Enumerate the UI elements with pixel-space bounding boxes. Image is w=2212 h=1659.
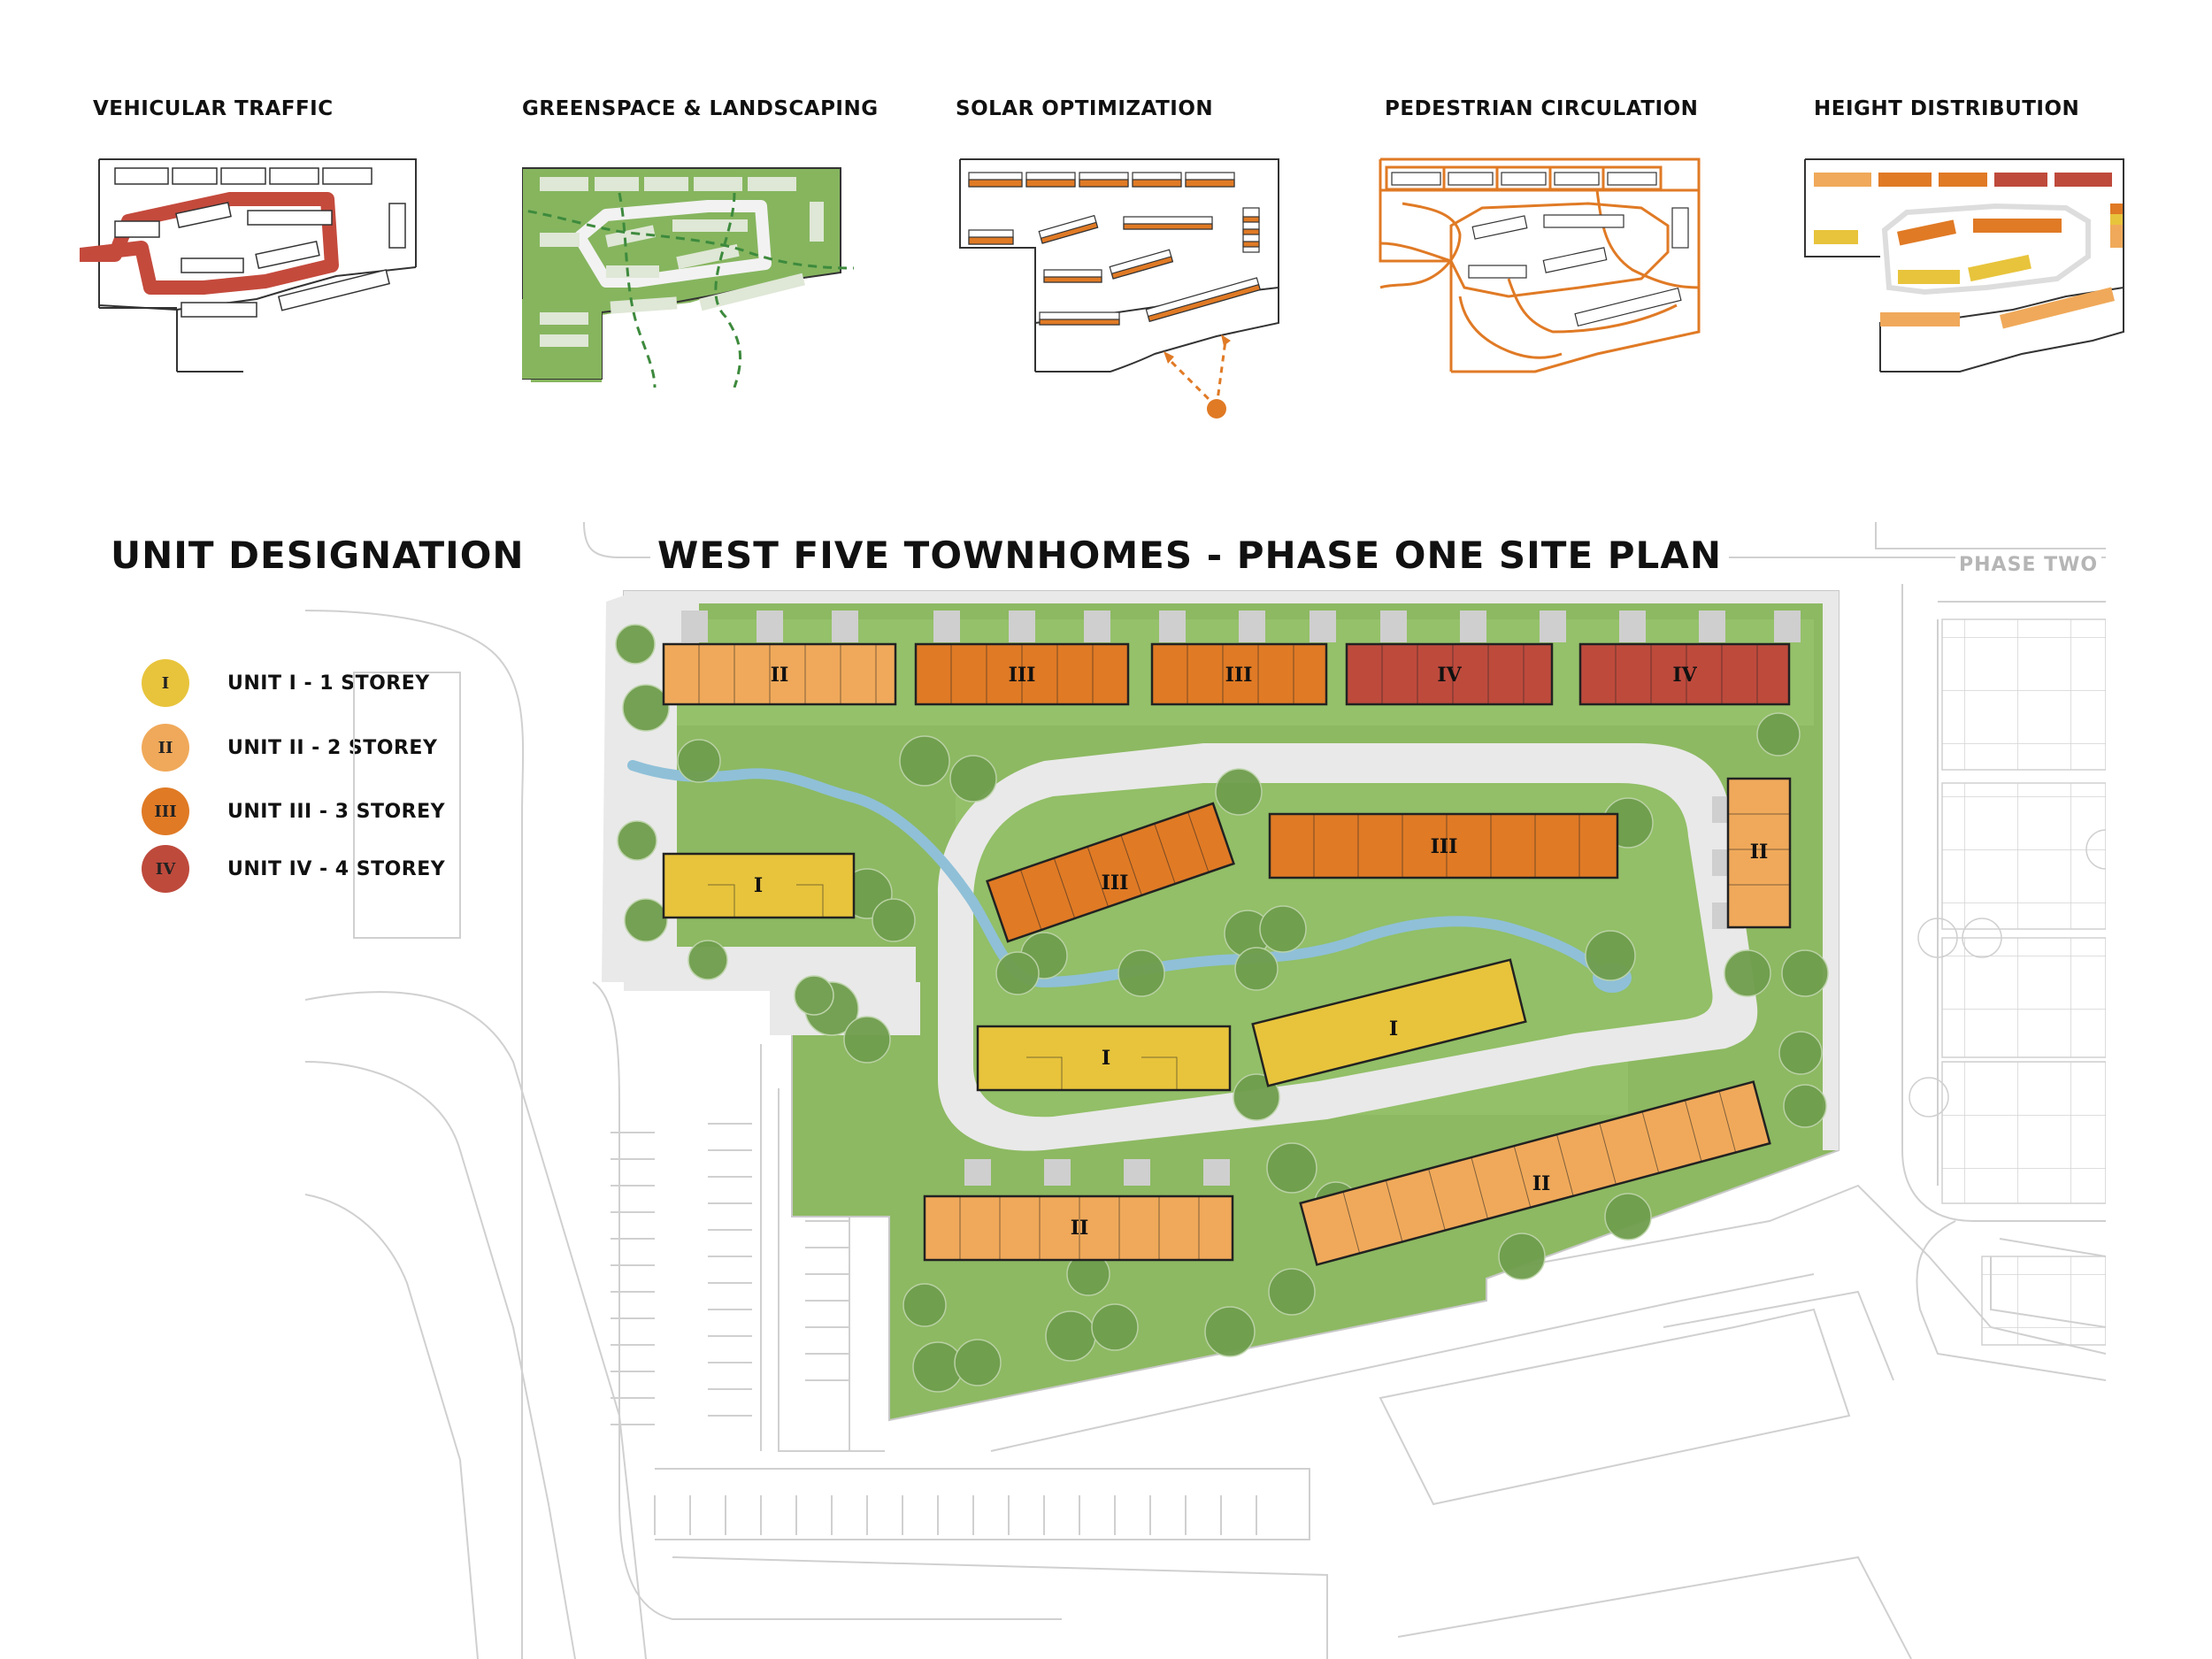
building-label: III — [1225, 664, 1253, 687]
site-plan-title: WEST FIVE TOWNHOMES - PHASE ONE SITE PLA… — [650, 534, 1729, 577]
building-label: III — [1009, 664, 1036, 687]
diagram-title-height: HEIGHT DISTRIBUTION — [1814, 97, 2080, 120]
building-north-3 — [1150, 642, 1328, 706]
building-west-1 — [662, 852, 856, 919]
legend-dot-unit-iii: III — [142, 787, 189, 835]
vehicular-traffic-diagram — [80, 158, 417, 373]
building-label: I — [1389, 1018, 1398, 1041]
building-label: II — [771, 664, 789, 687]
legend-dot-unit-i: I — [142, 659, 189, 707]
solar-optimization-diagram — [959, 158, 1279, 419]
building-mid-2 — [1268, 812, 1619, 879]
building-south-1 — [976, 1025, 1232, 1092]
legend-title: UNIT DESIGNATION — [111, 534, 525, 577]
building-east-1 — [1726, 777, 1792, 929]
pedestrian-circulation-diagram — [1379, 157, 1701, 373]
greenspace-field — [522, 167, 855, 388]
legend-item-unit-ii: II UNIT II - 2 STOREY — [142, 724, 437, 772]
building-north-5 — [1578, 642, 1791, 706]
building-label: I — [754, 874, 763, 897]
building-label: III — [1102, 872, 1129, 895]
diagram-title-greenspace: GREENSPACE & LANDSCAPING — [522, 97, 879, 120]
phase-two-label: PHASE TWO — [1955, 554, 2102, 576]
building-label: III — [1431, 835, 1458, 858]
building-label: II — [1532, 1172, 1551, 1195]
legend-dot-unit-ii: II — [142, 724, 189, 772]
diagram-title-solar: SOLAR OPTIMIZATION — [956, 97, 1214, 120]
building-label: II — [1071, 1217, 1089, 1240]
building-label: I — [1102, 1047, 1110, 1070]
diagram-title-pedestrian: PEDESTRIAN CIRCULATION — [1385, 97, 1699, 120]
legend-label-unit-iii: UNIT III - 3 STOREY — [227, 800, 446, 823]
height-distribution-diagram — [1804, 158, 2124, 373]
building-north-4 — [1345, 642, 1554, 706]
legend-item-unit-i: I UNIT I - 1 STOREY — [142, 659, 430, 707]
legend-dot-unit-iv: IV — [142, 845, 189, 893]
building-south-2 — [1251, 958, 1527, 1087]
legend-label-unit-iv: UNIT IV - 4 STOREY — [227, 857, 446, 880]
diagram-title-vehicular: VEHICULAR TRAFFIC — [93, 97, 334, 120]
legend-item-unit-iii: III UNIT III - 3 STOREY — [142, 787, 445, 835]
legend-item-unit-iv: IV UNIT IV - 4 STOREY — [142, 845, 445, 893]
building-south-4 — [1299, 1080, 1771, 1266]
building-north-1 — [662, 642, 897, 706]
building-south-3 — [923, 1194, 1234, 1262]
building-label: IV — [1437, 664, 1462, 687]
legend-label-unit-ii: UNIT II - 2 STOREY — [227, 736, 438, 759]
legend-label-unit-i: UNIT I - 1 STOREY — [227, 672, 430, 695]
building-label: IV — [1672, 664, 1697, 687]
building-mid-1 — [986, 802, 1235, 943]
building-label: II — [1750, 841, 1769, 864]
